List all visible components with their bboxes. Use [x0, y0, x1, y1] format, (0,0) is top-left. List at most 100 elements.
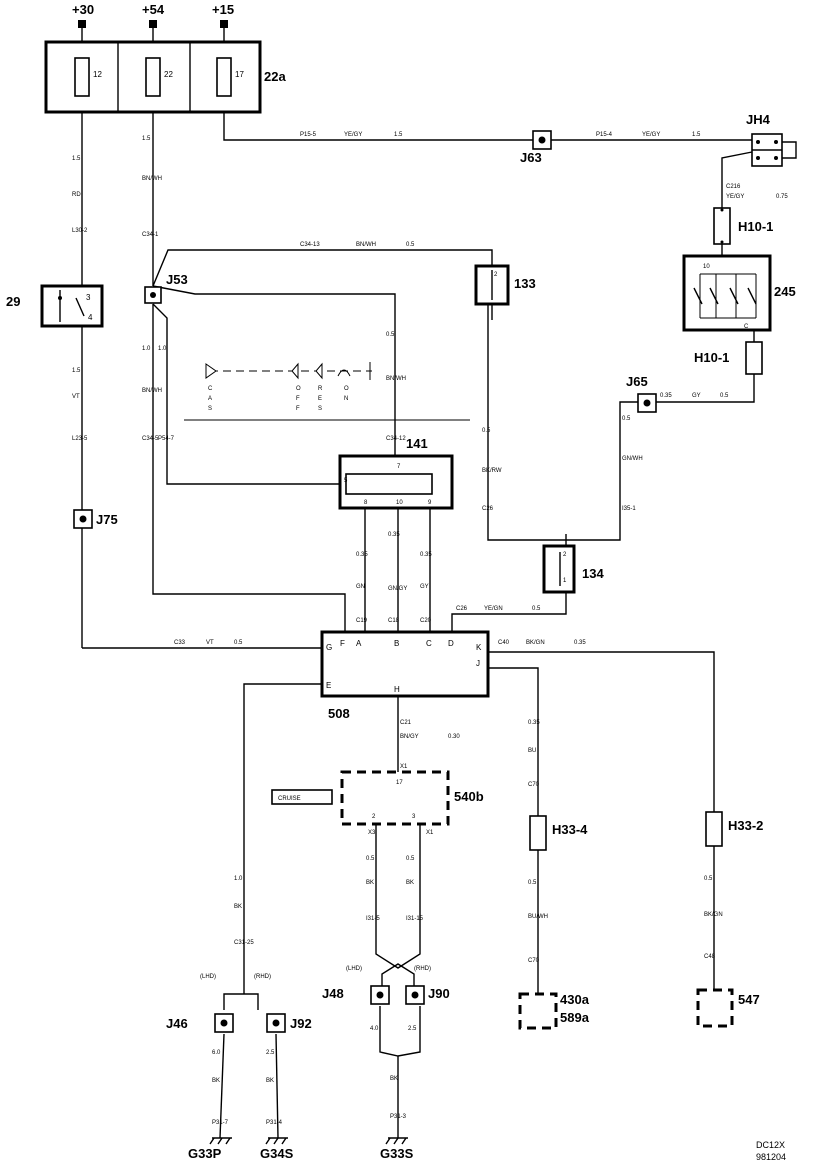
svg-text:17: 17: [396, 780, 403, 786]
svg-text:H10-1: H10-1: [738, 219, 773, 234]
svg-text:BK/RW: BK/RW: [482, 468, 502, 474]
connector-h33-4: H33-4: [529, 815, 588, 851]
junction-j90: J90: [405, 985, 450, 1005]
svg-text:C34-5: C34-5: [142, 436, 159, 442]
svg-text:GN/WH: GN/WH: [622, 456, 643, 462]
svg-text:GY: GY: [420, 584, 429, 590]
svg-text:(RHD): (RHD): [414, 966, 431, 972]
svg-text:C20: C20: [420, 618, 432, 624]
svg-text:L23-5: L23-5: [72, 436, 88, 442]
svg-text:J65: J65: [626, 374, 648, 389]
svg-text:4: 4: [88, 313, 93, 322]
component-540b-label: 540b: [454, 789, 484, 804]
component-133-label: 133: [514, 276, 536, 291]
component-134: 2 1 134: [542, 544, 604, 594]
svg-text:H: H: [394, 685, 400, 694]
svg-text:589a: 589a: [560, 1010, 590, 1025]
fuse-22-label: 22: [164, 70, 173, 79]
svg-text:S: S: [318, 406, 322, 412]
component-245: 10 C 245: [682, 254, 796, 332]
svg-text:J92: J92: [290, 1016, 312, 1031]
component-134-label: 134: [582, 566, 604, 581]
component-430a-589a: 430a 589a: [518, 992, 590, 1030]
fusebox-22a: 12 22 17 22a: [44, 40, 286, 114]
ground-g33s: G33S: [380, 1137, 414, 1161]
svg-text:J63: J63: [520, 150, 542, 165]
svg-text:2.5: 2.5: [266, 1050, 275, 1056]
component-141-label: 141: [406, 436, 428, 451]
svg-text:BK: BK: [366, 880, 374, 886]
svg-text:0.5: 0.5: [482, 428, 491, 434]
svg-text:1.5: 1.5: [394, 132, 403, 138]
svg-text:BN/WH: BN/WH: [356, 242, 376, 248]
svg-text:C26: C26: [482, 506, 494, 512]
svg-text:B: B: [394, 639, 399, 648]
svg-text:J: J: [476, 659, 480, 668]
svg-text:9: 9: [428, 500, 432, 506]
connector-h10-1-top: H10-1: [713, 207, 773, 245]
svg-text:C: C: [744, 324, 749, 330]
svg-text:6.0: 6.0: [212, 1050, 221, 1056]
svg-text:VT: VT: [72, 394, 80, 400]
svg-text:10: 10: [703, 264, 710, 270]
svg-text:5: 5: [344, 478, 348, 484]
svg-text:YE/GY: YE/GY: [344, 132, 362, 138]
svg-text:BN/WH: BN/WH: [386, 376, 406, 382]
svg-text:E: E: [318, 396, 322, 402]
svg-text:C: C: [208, 386, 213, 392]
svg-text:C19: C19: [356, 618, 368, 624]
svg-text:J75: J75: [96, 512, 118, 527]
supply-30-label: +30: [72, 2, 94, 17]
svg-text:YE/GY: YE/GY: [726, 194, 744, 200]
svg-text:C34-1: C34-1: [142, 232, 159, 238]
svg-text:GY: GY: [692, 393, 701, 399]
svg-text:A: A: [208, 396, 212, 402]
supply-15-label: +15: [212, 2, 234, 17]
svg-text:BK: BK: [390, 1076, 398, 1082]
fusebox-label: 22a: [264, 69, 286, 84]
svg-text:3: 3: [412, 814, 416, 820]
svg-text:2: 2: [494, 272, 498, 278]
junction-jh4: JH4: [746, 112, 797, 167]
svg-text:O: O: [344, 386, 349, 392]
svg-text:C70: C70: [528, 782, 540, 788]
svg-text:0.5: 0.5: [528, 880, 537, 886]
svg-text:BN/GY: BN/GY: [400, 734, 419, 740]
svg-text:P31-3: P31-3: [390, 1114, 407, 1120]
svg-text:I31-15: I31-15: [406, 916, 424, 922]
svg-text:0.35: 0.35: [420, 552, 432, 558]
svg-text:0.75: 0.75: [776, 194, 788, 200]
svg-text:X1: X1: [400, 764, 408, 770]
svg-text:BU/WH: BU/WH: [528, 914, 548, 920]
svg-text:RD: RD: [72, 192, 81, 198]
svg-text:547: 547: [738, 992, 760, 1007]
svg-text:GN: GN: [356, 584, 365, 590]
svg-text:0.5: 0.5: [406, 242, 415, 248]
svg-text:C216: C216: [726, 184, 741, 190]
svg-text:YE/GN: YE/GN: [484, 606, 503, 612]
svg-text:I31-5: I31-5: [366, 916, 380, 922]
svg-text:(LHD): (LHD): [346, 966, 362, 972]
svg-text:C18: C18: [388, 618, 400, 624]
svg-text:D: D: [448, 639, 454, 648]
svg-text:0.35: 0.35: [660, 393, 672, 399]
svg-text:1.5: 1.5: [692, 132, 701, 138]
svg-text:N: N: [344, 396, 348, 402]
svg-text:3: 3: [86, 293, 91, 302]
svg-text:F: F: [296, 406, 300, 412]
svg-text:H33-4: H33-4: [552, 822, 588, 837]
svg-text:C26: C26: [456, 606, 468, 612]
svg-text:BK: BK: [406, 880, 414, 886]
svg-text:A: A: [356, 639, 362, 648]
svg-text:0.5: 0.5: [704, 876, 713, 882]
junction-j48: J48: [322, 985, 390, 1005]
junction-j63: J63: [520, 130, 552, 165]
svg-text:H33-2: H33-2: [728, 818, 763, 833]
svg-text:J53: J53: [166, 272, 188, 287]
svg-text:0.5: 0.5: [532, 606, 541, 612]
svg-text:2: 2: [563, 552, 567, 558]
svg-text:P31-7: P31-7: [212, 1120, 229, 1126]
component-141: 5 7 8 10 9 141: [338, 436, 454, 510]
svg-text:8: 8: [364, 500, 368, 506]
